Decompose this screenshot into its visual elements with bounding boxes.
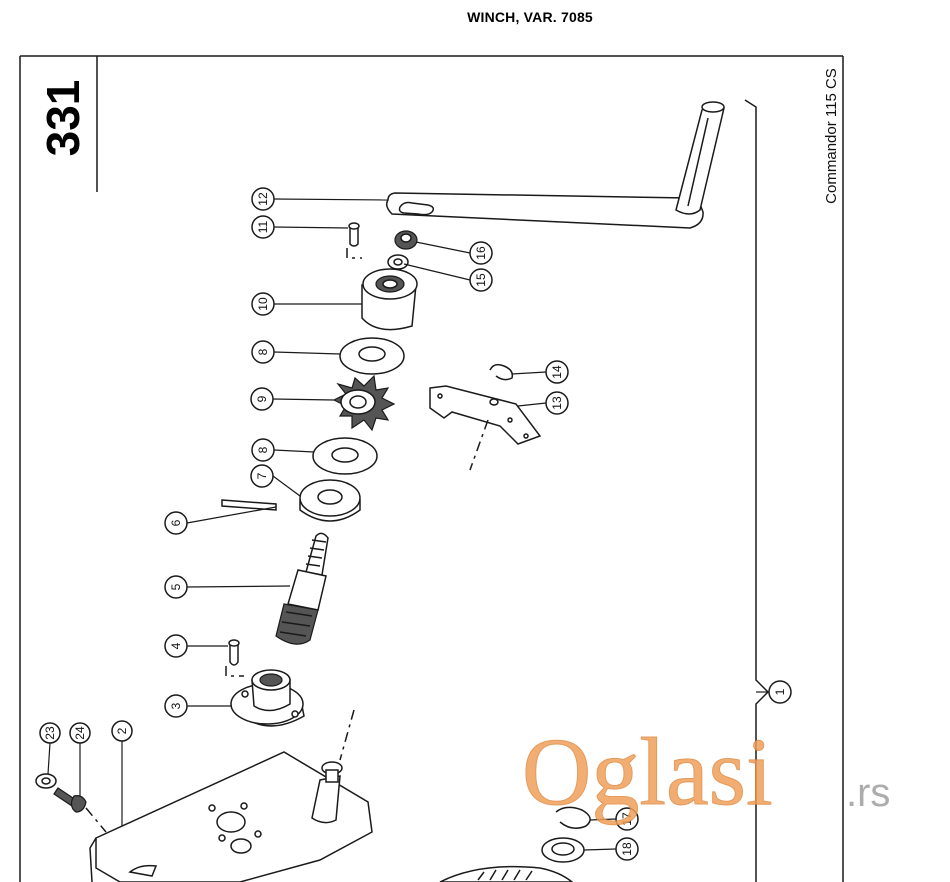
svg-text:3: 3 [169,702,183,709]
axis-lines [339,419,489,761]
callout-18: 18 [615,837,639,861]
watermark-logo: Oglasi .rs [522,718,891,826]
svg-text:11: 11 [256,220,270,233]
callout-14: 14 [545,360,569,384]
callout-10: 10 [251,292,275,316]
page-title: WINCH, VAR. 7085 [467,9,593,25]
part-spring-clip [555,806,591,829]
callout-8-lower: 8 [251,438,275,462]
svg-text:12: 12 [256,192,270,206]
part-pawl-bracket [429,385,542,445]
callout-3: 3 [164,694,188,718]
model-label: Commandor 115 CS [823,68,840,204]
callout-6: 6 [164,511,188,535]
part-bolt [53,787,107,833]
part-drum-bottom [439,865,574,882]
svg-text:2: 2 [115,727,129,734]
callouts: 1 2 3 4 5 6 7 8 8 9 10 11 12 13 14 15 16… [39,187,792,861]
part-washer-upper [339,337,405,375]
part-base-plate [89,751,373,882]
part-drum [361,268,418,331]
svg-text:14: 14 [550,365,564,379]
svg-text:23: 23 [43,726,57,740]
part-ratchet-gear [332,374,396,432]
svg-text:9: 9 [255,395,269,402]
svg-text:16: 16 [474,246,488,260]
svg-text:6: 6 [169,519,183,526]
svg-text:10: 10 [256,297,270,311]
watermark-suffix: .rs [846,771,890,815]
part-small-washer [387,254,409,270]
leader-lines [47,198,769,851]
part-clip [489,363,514,381]
part-screw-lower [225,639,244,677]
svg-text:1: 1 [773,688,787,695]
svg-text:15: 15 [474,273,488,287]
svg-text:5: 5 [169,583,183,590]
callout-13: 13 [545,391,569,415]
svg-text:18: 18 [620,842,634,856]
svg-text:8: 8 [256,446,270,453]
part-crank-handle [385,101,725,229]
part-thick-washer [299,479,361,522]
page-number: 331 [37,80,89,157]
callout-15: 15 [469,268,493,292]
part-screw-top [346,222,362,259]
part-washer-lower [312,437,378,475]
part-bushing [230,669,305,727]
svg-text:13: 13 [550,396,564,410]
callout-5: 5 [164,575,188,599]
callout-9: 9 [250,387,274,411]
callout-23: 23 [39,722,61,744]
drawing-frame [19,55,844,882]
callout-17: 17 [615,807,639,831]
callout-12: 12 [251,187,275,211]
part-pin [221,499,277,511]
svg-text:24: 24 [73,726,87,740]
callout-2: 2 [111,720,133,742]
callout-11: 11 [251,215,275,239]
svg-text:7: 7 [255,472,269,479]
callout-16: 16 [469,241,493,265]
callout-1: 1 [768,680,792,704]
callout-4: 4 [164,634,188,658]
svg-text:17: 17 [620,812,634,826]
part-washer-23 [35,773,57,789]
callout-24: 24 [69,722,91,744]
watermark-text: Oglasi [522,718,773,825]
part-washer-18 [541,837,585,863]
part-shaft [275,532,329,645]
callout-8-upper: 8 [251,340,275,364]
svg-text:4: 4 [169,642,183,649]
callout-7: 7 [250,464,274,488]
svg-text:8: 8 [256,348,270,355]
part-nut [394,230,418,250]
